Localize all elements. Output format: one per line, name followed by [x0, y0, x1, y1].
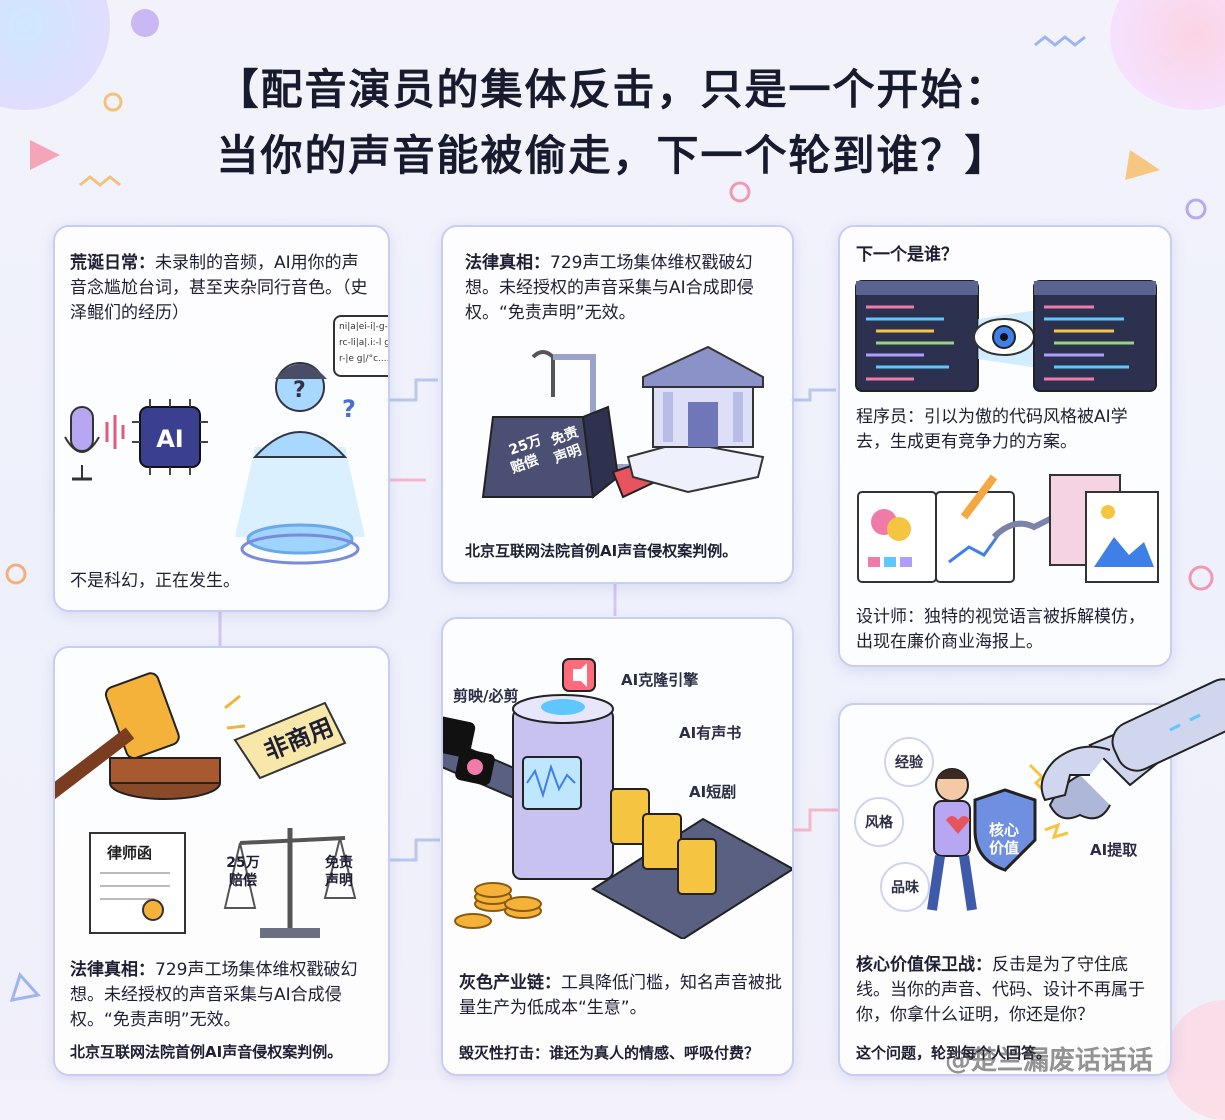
card3-designer: 设计师：独特的视觉语言被拆解模仿，出现在廉价商业海报上。 [856, 607, 1145, 652]
card4-body: 729声工场集体维权戳破幻想。未经授权的声音采集与AI合成侵权。“免责声明”无效… [70, 960, 358, 1030]
clone-engine-illustration [443, 658, 792, 939]
card4-text: 法律真相：729声工场集体维权戳破幻想。未经授权的声音采集与AI合成侵权。“免责… [70, 958, 375, 1033]
card5-text: 灰色产业链：工具降低门槛，知名声音被批量生产为低成本“生意”。 [459, 971, 784, 1021]
card2-footer: 北京互联网法院首例AI声音侵权案判例。 [465, 542, 738, 560]
card1-lead: 荒诞日常： [70, 253, 155, 273]
card2-lead: 法律真相： [465, 253, 550, 273]
card1-speech-bubble [333, 315, 388, 377]
card1-text: 荒诞日常：未录制的音频，AI用你的声音念尴尬台词，甚至夹杂同行音色。（史泽鲲们的… [70, 251, 375, 326]
robot-arm [1040, 678, 1225, 802]
designer-illustration [857, 474, 1159, 583]
chip-experience: 经验 [884, 737, 934, 787]
chip-taste: 品味 [880, 862, 930, 912]
card-absurd-daily: 荒诞日常：未录制的音频，AI用你的声音念尴尬台词，甚至夹杂同行音色。（史泽鲲们的… [53, 225, 390, 612]
ai-audiobook-label: AI有声书 [679, 724, 742, 742]
code-comparison-illustration [855, 280, 1157, 392]
card-legal-truth-top: 法律真相：729声工场集体维权戳破幻想。未经授权的声音采集与AI合成即侵权。“免… [441, 225, 794, 584]
apps-label: 剪映/必剪 [453, 687, 519, 705]
page-title-line1: 【配音演员的集体反击，只是一个开始： [216, 65, 1009, 114]
ai-chip-label: AI [156, 425, 184, 453]
card6-body: 反击是为了守住底线。当你的声音、代码、设计不再属于你，你拿什么证明，你还是你？ [856, 955, 1145, 1025]
ai-extract-label: AI提取 [1090, 841, 1138, 859]
card2-body: 729声工场集体维权戳破幻想。未经授权的声音采集与AI合成即侵权。“免责声明”无… [465, 253, 754, 323]
card6-text: 核心价值保卫战：反击是为了守住底线。当你的声音、代码、设计不再属于你，你拿什么证… [856, 953, 1161, 1028]
decor-shapes [5, 9, 1214, 1002]
card5-body: 工具降低门槛，知名声音被批量生产为低成本“生意”。 [459, 973, 782, 1018]
card6-footer: 这个问题，轮到每个人回答。 [856, 1044, 1052, 1062]
card1-body: 未录制的音频，AI用你的声音念尴尬台词，甚至夹杂同行音色。（史泽鲲们的经历） [70, 253, 368, 323]
card1-bubble-text: ni|a|ei-i|-g-l-g g| rc-li|a|.i:-l g|i|-i… [339, 322, 390, 364]
scale-right-label: 免责 声明 [325, 855, 353, 889]
card5-footer: 毁灭性打击：谁还为真人的情感、呼吸付费？ [459, 1044, 760, 1062]
card-core-value-defense: 经验 风格 品味 核心 价值 AI提取 核心价值保卫战：反击是为了守住底线。当你… [838, 703, 1172, 1076]
svg-text:?: ? [342, 395, 356, 423]
svg-text:?: ? [293, 378, 306, 403]
card-legal-truth-bottom: 非商用 律师函 25万 赔偿 免责 声明 法律真相：729声工场集体维权戳破幻想… [53, 646, 390, 1076]
chip-style: 风格 [854, 797, 904, 847]
card3-programmer: 程序员：引以为傲的代码风格被AI学去，生成更有竞争力的方案。 [856, 407, 1128, 452]
watermark: @楚兰漏废话话话 [945, 1046, 1154, 1076]
card4-lead: 法律真相： [70, 960, 155, 980]
gavel-illustration: 非商用 律师函 [55, 672, 357, 938]
card2-illustration: 25万 赔偿 免责 声明 [481, 345, 765, 499]
card2-text: 法律真相：729声工场集体维权戳破幻想。未经授权的声音采集与AI合成即侵权。“免… [465, 251, 775, 326]
scale-left-label: 25万 赔偿 [226, 855, 260, 889]
card-who-is-next: 下一个是谁？ 程序员：引以为傲的代码风格被AI学去，生成更有竞争力的方案。 [838, 225, 1172, 667]
card4-footer: 北京互联网法院首例AI声音侵权案判例。 [70, 1043, 343, 1061]
lawyer-letter-label: 律师函 [106, 844, 152, 862]
card3-heading: 下一个是谁？ [856, 245, 958, 265]
shield-label-core: 核心 [989, 821, 1019, 839]
ai-shortdrama-label: AI短剧 [689, 783, 737, 801]
card1-footer: 不是科幻，正在发生。 [70, 571, 240, 591]
page-title-line2: 当你的声音能被偷走，下一个轮到谁？】 [216, 131, 1009, 180]
card5-lead: 灰色产业链： [459, 973, 561, 993]
ai-clone-engine-label: AI克隆引擎 [621, 671, 699, 689]
card1-illustration: ? ? AI [64, 362, 365, 565]
shield-label-value: 价值 [989, 839, 1019, 857]
card-grey-industry: 剪映/必剪 AI克隆引擎 AI有声书 AI短剧 灰色产业链：工具降低门槛，知名声… [441, 617, 794, 1076]
card6-lead: 核心价值保卫战： [856, 955, 992, 975]
